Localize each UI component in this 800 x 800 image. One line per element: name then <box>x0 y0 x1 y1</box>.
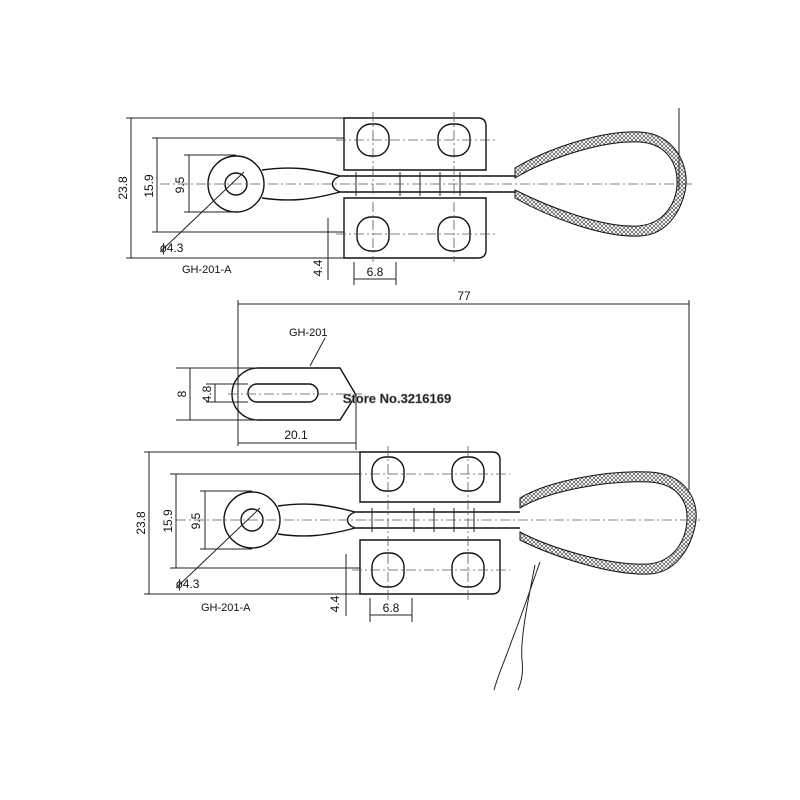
bottom-upper-plate <box>359 451 501 503</box>
top-dim-slot-width: 6.8 <box>367 265 384 279</box>
bottom-dim-height-mid: 15.9 <box>161 509 175 533</box>
top-dim-height-total: 23.8 <box>116 176 130 200</box>
top-dim-hole-dia: ϕ4.3 <box>160 241 184 255</box>
bottom-dim-offset: 4.4 <box>328 595 342 612</box>
top-handle-grip <box>514 131 687 237</box>
spindle-slot <box>247 383 319 403</box>
spindle-dim-height: 8 <box>175 390 189 397</box>
top-dim-offset: 4.4 <box>311 259 325 276</box>
spindle-dim-length: 20.1 <box>284 428 308 442</box>
top-spindle-arm <box>261 167 515 201</box>
top-clamp-view: 23.8 15.9 9.5 ϕ4.3 GH-201-A 4.4 6.8 <box>116 108 692 285</box>
bottom-part-label: GH-201-A <box>201 602 251 614</box>
spindle-dim-slot: 4.8 <box>200 385 214 402</box>
top-dim-height-mid: 15.9 <box>142 174 156 198</box>
top-upper-plate <box>343 117 487 171</box>
top-dim-height-inner: 9.5 <box>173 176 187 193</box>
bottom-dim-hole-dia: ϕ4.3 <box>176 577 200 591</box>
top-lower-plate <box>343 197 487 259</box>
bottom-dim-height-inner: 9.5 <box>189 512 203 529</box>
spindle-part-label: GH-201 <box>289 327 328 339</box>
bottom-dim-height-total: 23.8 <box>134 511 148 535</box>
bottom-handle-grip <box>519 471 697 575</box>
top-part-label: GH-201-A <box>182 264 232 276</box>
bottom-clamp-view: 23.8 15.9 9.5 ϕ4.3 GH-201-A 4.4 6.8 <box>134 446 700 622</box>
overall-length-dimension: 77 <box>237 289 690 490</box>
spindle-detail: GH-201 8 4.8 20.1 <box>175 327 362 450</box>
overall-dim-length: 77 <box>457 289 471 303</box>
store-watermark: Store No.3216169 <box>343 391 451 406</box>
bottom-dim-slot-width: 6.8 <box>383 601 400 615</box>
break-line <box>493 561 541 691</box>
bottom-lower-plate <box>359 539 501 595</box>
